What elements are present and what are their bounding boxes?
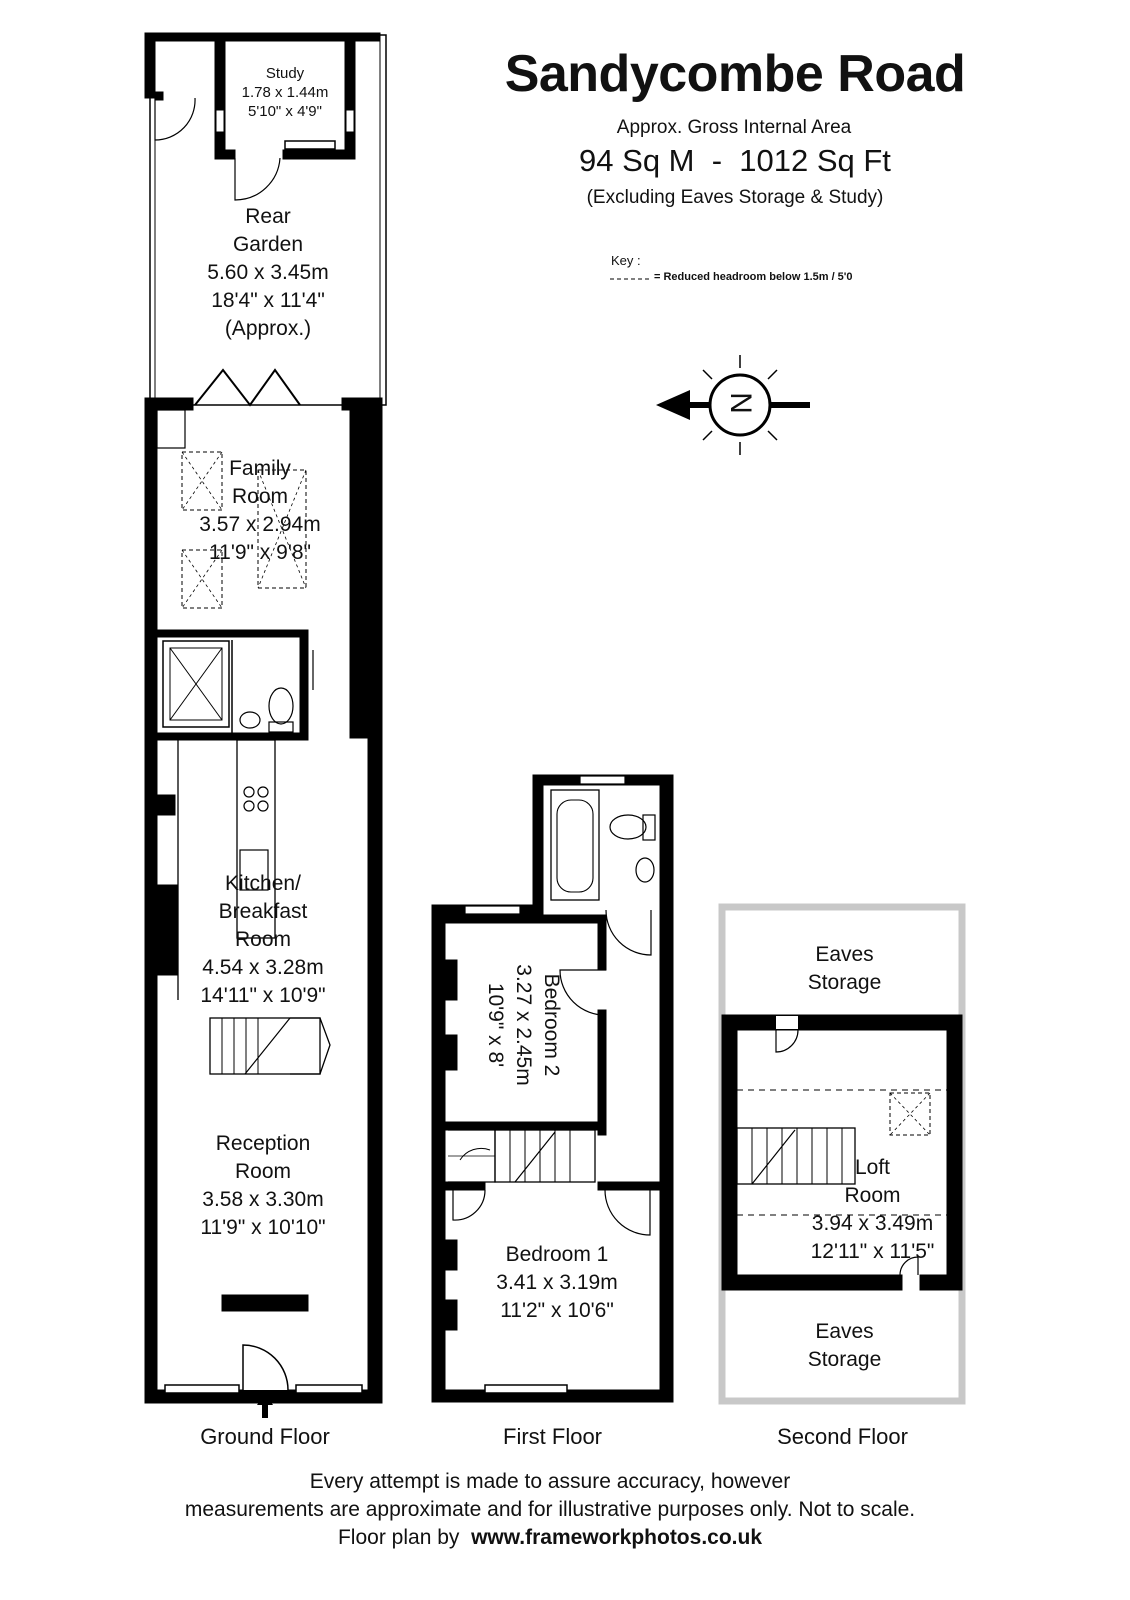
second-floor-plan [718,903,966,1405]
bedroom1-imperial: 11'2" x 10'6" [500,1299,614,1322]
room-eaves-storage-top: Eaves Storage [772,941,917,997]
compass-letter: N [724,392,757,414]
room-bedroom-1: Bedroom 1 3.41 x 3.19m 11'2" x 10'6" [457,1241,657,1325]
area-caption: Approx. Gross Internal Area [616,117,852,138]
rear-garden-imperial: 18'4" x 11'4" [211,289,325,312]
reception-name1: Reception [215,1132,311,1155]
website-link[interactable]: www.frameworkphotos.co.uk [471,1526,762,1549]
study-name: Study [265,65,305,82]
family-metric: 3.57 x 2.94m [199,513,321,536]
reception-imperial: 11'9" x 10'10" [200,1216,326,1239]
disclaimer-line-2: measurements are approximate and for ill… [184,1498,916,1521]
study-metric: 1.78 x 1.44m [241,84,329,101]
bedroom2-name: Bedroom 2 [540,973,563,1077]
rear-garden-name2: Garden [232,233,304,256]
eaves-bottom-name2: Storage [807,1348,882,1371]
floor-label-ground: Ground Floor [200,1424,330,1449]
rear-garden-name1: Rear [245,205,291,228]
floor-label-first: First Floor [503,1424,602,1449]
family-name2: Room [231,485,289,508]
reception-metric: 3.58 x 3.30m [202,1188,324,1211]
first-floor-plan [431,774,674,1403]
compass-rose [656,355,810,455]
disclaimer: Every attempt is made to assure accuracy… [100,1468,1000,1552]
room-family: Family Room 3.57 x 2.94m 11'9" x 9'8" [160,455,360,567]
disclaimer-line-1: Every attempt is made to assure accuracy… [309,1470,791,1493]
key-line-text: = Reduced headroom below 1.5m / 5'0 [654,272,894,283]
room-loft: Loft Room 3.94 x 3.49m 12'11" x 11'5" [800,1154,945,1266]
area-value: 94 Sq M - 1012 Sq Ft [579,143,891,178]
eaves-bottom-name1: Eaves [815,1320,874,1343]
kitchen-name1: Kitchen/ [225,872,301,895]
bedroom1-metric: 3.41 x 3.19m [496,1271,618,1294]
key-line-text-value: = Reduced headroom below 1.5m / 5'0 [654,271,853,283]
room-eaves-storage-bottom: Eaves Storage [772,1318,917,1374]
family-imperial: 11'9" x 9'8" [209,541,311,564]
disclaimer-credit: Floor plan by [337,1526,472,1549]
kitchen-name2: Breakfast [218,900,308,923]
loft-metric: 3.94 x 3.49m [811,1212,934,1235]
kitchen-metric: 4.54 x 3.28m [202,956,324,979]
disclaimer-line-3: Floor plan by www.frameworkphotos.co.uk [100,1524,1000,1552]
eaves-top-name2: Storage [807,971,882,994]
reception-name2: Room [234,1160,292,1183]
room-reception: Reception Room 3.58 x 3.30m 11'9" x 10'1… [163,1130,363,1242]
bedroom1-name: Bedroom 1 [505,1243,609,1266]
family-name1: Family [229,457,291,480]
key-label: Key : [611,253,641,268]
floor-label-second: Second Floor [777,1424,908,1449]
kitchen-imperial: 14'11" x 10'9" [200,984,326,1007]
area-note: (Excluding Eaves Storage & Study) [586,187,884,208]
kitchen-name3: Room [234,928,292,951]
loft-name1: Loft [854,1156,891,1179]
ground-floor-plan [144,32,387,1418]
bedroom2-metric: 3.27 x 2.45m [512,964,535,1086]
page-title: Sandycombe Road [504,45,966,103]
loft-name2: Room [844,1184,901,1207]
rear-garden-note: (Approx.) [224,317,312,340]
room-study: Study 1.78 x 1.44m 5'10" x 4'9" [225,64,345,121]
rear-garden-metric: 5.60 x 3.45m [207,261,329,284]
room-bedroom-2: Bedroom 2 3.27 x 2.45m 10'9" x 8' [475,945,565,1105]
room-kitchen: Kitchen/ Breakfast Room 4.54 x 3.28m 14'… [163,870,363,1010]
loft-imperial: 12'11" x 11'5" [810,1240,935,1263]
study-imperial: 5'10" x 4'9" [248,103,322,120]
bedroom2-imperial: 10'9" x 8' [484,982,507,1068]
room-rear-garden: Rear Garden 5.60 x 3.45m 18'4" x 11'4" (… [168,203,368,343]
eaves-top-name1: Eaves [815,943,874,966]
